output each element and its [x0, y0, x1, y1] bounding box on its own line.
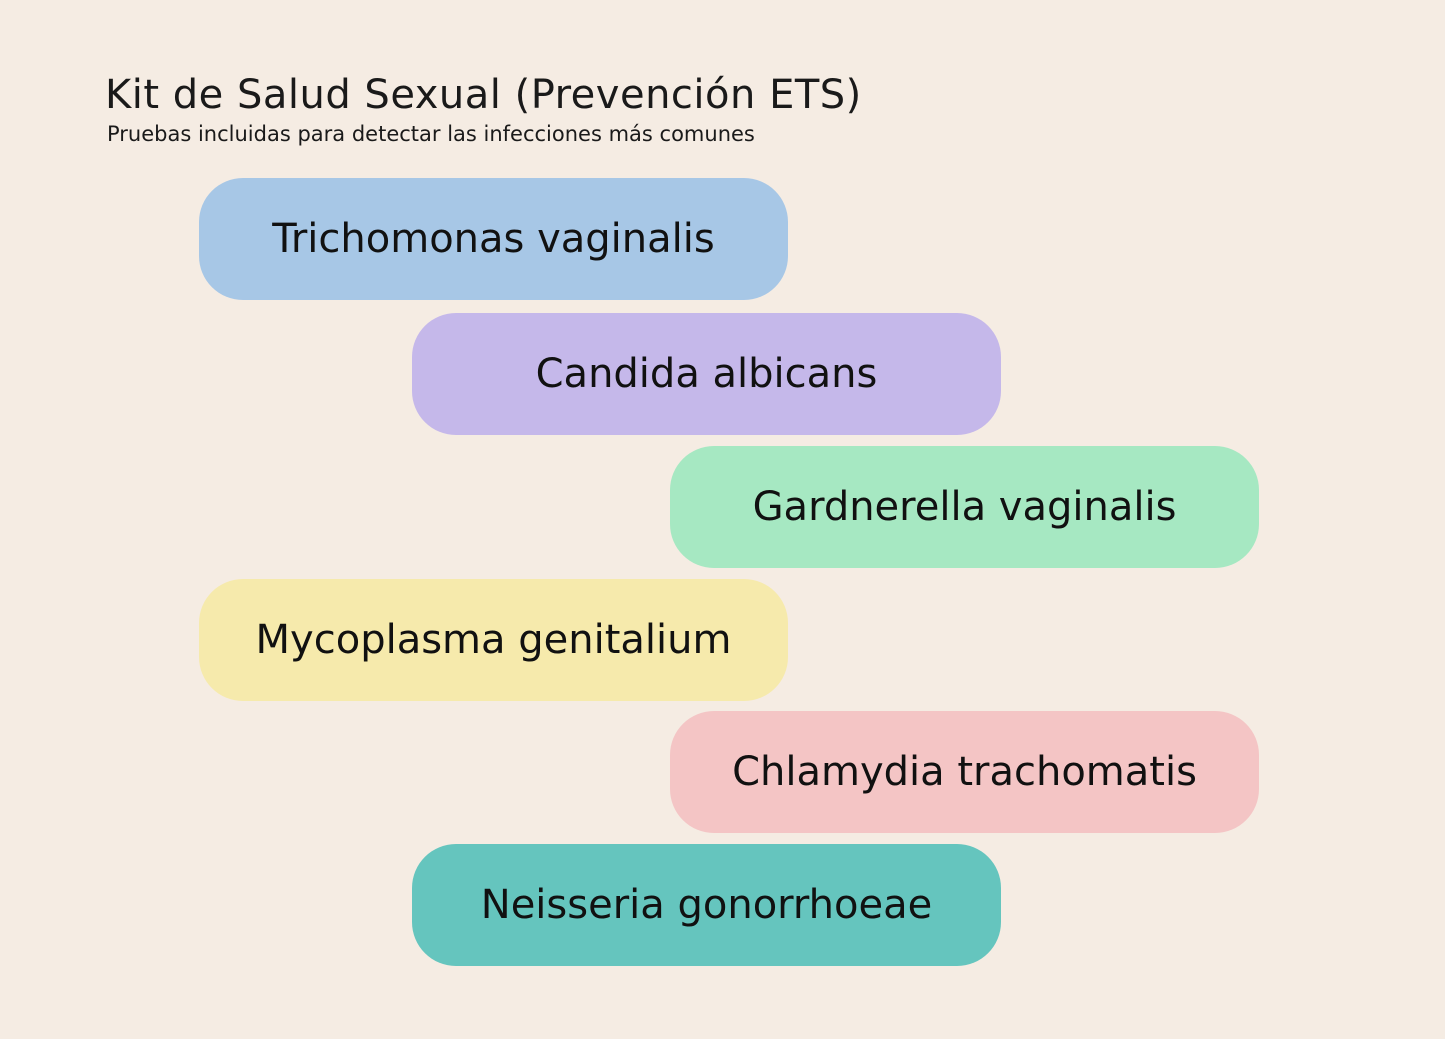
- test-label: Gardnerella vaginalis: [752, 484, 1177, 530]
- test-pill-neisseria: Neisseria gonorrhoeae: [412, 844, 1001, 966]
- test-label: Trichomonas vaginalis: [272, 216, 715, 262]
- test-label: Neisseria gonorrhoeae: [480, 882, 933, 928]
- test-pill-mycoplasma: Mycoplasma genitalium: [199, 579, 788, 701]
- test-pill-gardnerella: Gardnerella vaginalis: [670, 446, 1259, 568]
- test-label: Candida albicans: [535, 351, 878, 397]
- test-label: Chlamydia trachomatis: [732, 749, 1197, 795]
- test-label: Mycoplasma genitalium: [255, 617, 732, 663]
- test-pill-candida: Candida albicans: [412, 313, 1001, 435]
- page-title: Kit de Salud Sexual (Prevención ETS): [105, 72, 862, 118]
- test-pill-chlamydia: Chlamydia trachomatis: [670, 711, 1259, 833]
- page-subtitle: Pruebas incluidas para detectar las infe…: [107, 122, 755, 146]
- test-pill-trichomonas: Trichomonas vaginalis: [199, 178, 788, 300]
